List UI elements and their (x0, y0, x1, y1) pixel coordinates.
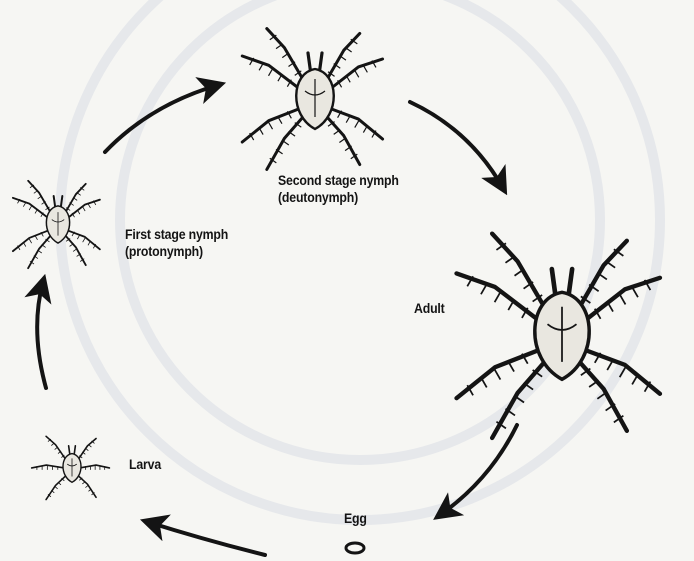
mite-leg-hair (55, 486, 58, 488)
mite-leg-hair (495, 369, 501, 379)
label-first-nymph-line2: (protonymph) (125, 243, 228, 260)
mite-leg (492, 234, 549, 315)
mite-leg-hair (88, 445, 91, 447)
mite-leg (242, 108, 301, 142)
mite-leg (267, 29, 306, 85)
mite-leg-hair (481, 284, 487, 294)
mite-leg-hair (23, 202, 25, 206)
mite-leg-hair (88, 204, 90, 208)
mite-leg-hair (355, 121, 359, 128)
label-second-nymph-line1: Second stage nymph (278, 172, 399, 189)
label-adult: Adult (414, 300, 445, 317)
mite-leg-hair (495, 292, 501, 302)
mite-leg-hair (29, 239, 31, 243)
mite-leg-hair (269, 122, 273, 129)
arrow-egg-to-larva (148, 522, 265, 555)
mite-leg-hair (29, 206, 31, 210)
mite-leg-hair (355, 70, 359, 77)
label-first-nymph-line1: First stage nymph (125, 226, 228, 243)
label-egg: Egg (344, 510, 367, 527)
mite-adult (457, 234, 660, 438)
label-second-nymph-line2: (deutonymph) (278, 189, 399, 206)
label-first-stage-nymph: First stage nymph (protonymph) (125, 226, 228, 260)
mite-leg-hair (620, 294, 626, 304)
mite-leg-hair (259, 63, 263, 70)
mite-leg (267, 114, 306, 170)
mite-leg (329, 108, 383, 139)
arrow-larva-to-first (37, 282, 46, 388)
mite-leg-hair (269, 69, 273, 76)
mite-leg-hair (632, 287, 638, 297)
arrow-second-to-adult (410, 102, 503, 188)
mite-leg (324, 33, 360, 84)
mite-second-nymph (242, 29, 382, 170)
mite-leg-hair (51, 443, 54, 445)
mite-leg (324, 114, 360, 165)
mite-larva (32, 436, 110, 499)
label-second-stage-nymph: Second stage nymph (deutonymph) (278, 172, 399, 206)
mite-leg-hair (85, 485, 88, 487)
mite-leg-hair (363, 65, 367, 72)
mite-leg (28, 181, 52, 216)
egg-drawing (346, 543, 364, 553)
label-larva: Larva (129, 456, 161, 473)
mite-leg-hair (83, 238, 85, 242)
mite-leg (28, 234, 52, 269)
watermark-seal (60, 0, 660, 520)
cycle-arrows (37, 85, 517, 555)
mite-leg (13, 230, 50, 251)
mite-leg-hair (83, 207, 85, 211)
arrow-first-to-second (105, 85, 218, 152)
